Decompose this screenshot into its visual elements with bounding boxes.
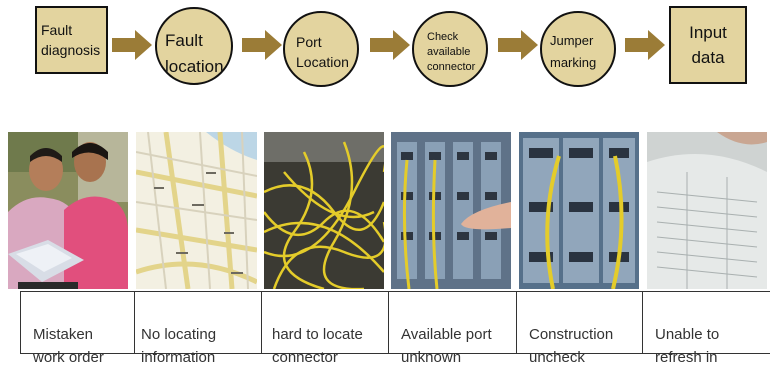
flow-step-fault-location: Fault location [155, 7, 233, 85]
flow-step-port-location: Port Location [283, 11, 359, 87]
flow-arrow-icon [242, 30, 282, 60]
flow-arrow-icon [498, 30, 538, 60]
photo-patch-panel [391, 132, 511, 289]
flow-arrow-icon [112, 30, 152, 60]
flow-step-jumper-marking: Jumper marking [540, 11, 616, 87]
flow-step-fault-diagnosis: Fault diagnosis [35, 6, 108, 74]
photo-fiber-tangle [264, 132, 384, 289]
issue-cell: hard to locate connector [262, 292, 389, 366]
flow-arrow-icon [370, 30, 410, 60]
issue-cell: Construction uncheck [517, 292, 643, 366]
issue-label: Available port unknown [401, 326, 492, 366]
flow-step-label: Input data [689, 23, 727, 67]
issue-label: hard to locate connector [272, 326, 363, 366]
flow-step-label: Check available connector [427, 31, 476, 73]
flow-arrow-icon [625, 30, 665, 60]
issue-label: Unable to refresh in [655, 326, 720, 366]
issue-label: No locating information [141, 326, 217, 366]
photo-map [136, 132, 257, 289]
issue-label: Mistaken work order [33, 326, 104, 366]
issues-table: Mistaken work order No locating informat… [20, 291, 770, 366]
flow-step-label: Fault location [165, 31, 224, 76]
flow-step-label: Port Location [296, 34, 349, 70]
issue-label: Construction uncheck [529, 326, 614, 366]
photo-work-order [8, 132, 128, 289]
flow-step-input-data: Input data [669, 6, 747, 84]
photo-fiber-panel [519, 132, 639, 289]
flow-step-label: Jumper marking [550, 33, 597, 70]
flow-step-check-available-connector: Check available connector [412, 11, 488, 87]
flow-step-label: Fault diagnosis [41, 22, 101, 58]
issue-cell: Unable to refresh in [643, 292, 770, 366]
issue-cell: Mistaken work order [21, 292, 135, 366]
issue-cell: Available port unknown [389, 292, 517, 366]
issue-cell: No locating information [135, 292, 262, 366]
photo-paper-records [647, 132, 767, 289]
